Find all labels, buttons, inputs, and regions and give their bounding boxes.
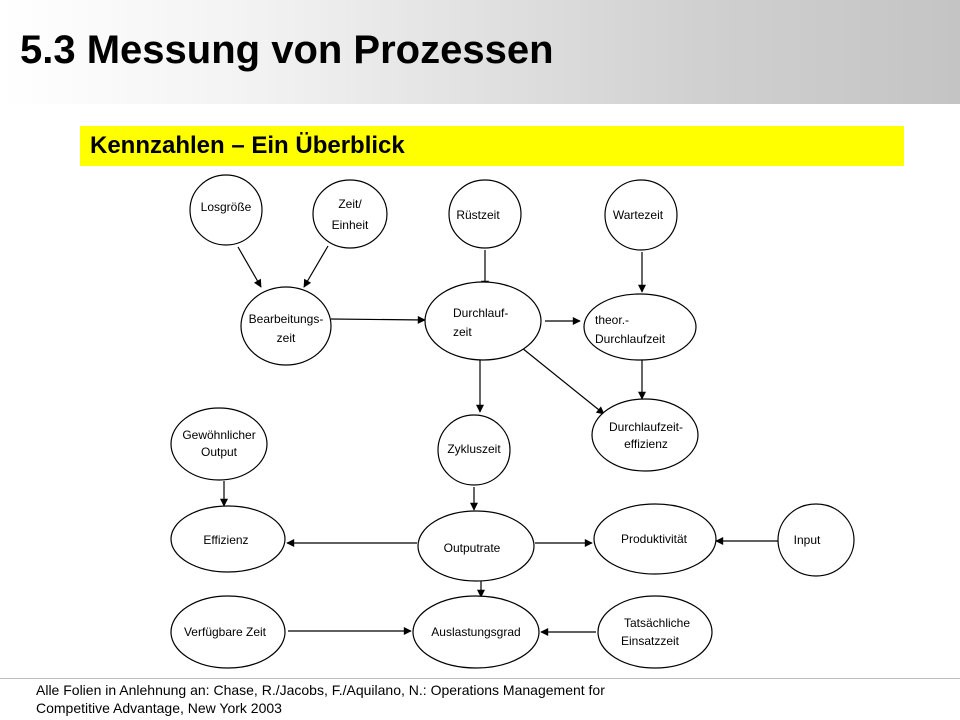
node-durchlaufzeit-effizienz: Durchlaufzeit- effizienz: [591, 398, 699, 472]
node-zeit-einheit: Zeit/ Einheit: [312, 179, 388, 249]
footer-citation: Alle Folien in Anlehnung an: Chase, R./J…: [36, 681, 836, 717]
node-losgroesse: Losgröße: [189, 174, 263, 246]
node-label: Einheit: [332, 218, 369, 232]
subtitle-text: Kennzahlen – Ein Überblick: [90, 132, 405, 159]
node-input: Input: [777, 503, 855, 577]
node-gewoehnlicher-output: Gewöhnlicher Output: [170, 407, 268, 481]
node-effizienz: Effizienz: [170, 505, 286, 573]
arrow-zeit-einheit-bearbeitungszeit: [303, 245, 329, 288]
node-label: Losgröße: [201, 200, 252, 214]
node-label: Einsatzzeit: [621, 634, 680, 648]
arrow-durchlaufzeit-effizienz: [521, 347, 605, 415]
node-label: Zykluszeit: [447, 442, 501, 456]
node-durchlaufzeit: Durchlauf- zeit: [424, 281, 542, 361]
node-produktivitaet: Produktivität: [593, 503, 717, 575]
node-label: theor.-: [595, 313, 629, 327]
node-label: effizienz: [624, 437, 668, 451]
arrow-losgroesse-bearbeitungszeit: [237, 246, 262, 288]
node-label: Input: [794, 533, 821, 547]
node-label: Auslastungsgrad: [431, 625, 520, 639]
node-ruestzeit: Rüstzeit: [448, 179, 522, 249]
node-wartezeit: Wartezeit: [604, 179, 678, 251]
footer-line-1: Alle Folien in Anlehnung an: Chase, R./J…: [36, 682, 605, 698]
node-tatsaechliche-einsatzzeit: Tatsächliche Einsatzzeit: [597, 595, 713, 669]
node-label: Effizienz: [203, 533, 248, 547]
node-label: Rüstzeit: [456, 208, 500, 222]
node-zykluszeit: Zykluszeit: [437, 414, 511, 486]
node-label: Tatsächliche: [624, 616, 690, 630]
node-label: Zeit/: [338, 197, 362, 211]
node-label: Gewöhnlicher: [182, 428, 255, 442]
node-label: Outputrate: [444, 541, 501, 555]
node-label: Durchlaufzeit: [595, 332, 666, 346]
footer-line-2: Competitive Advantage, New York 2003: [36, 700, 282, 716]
node-outputrate: Outputrate: [417, 510, 535, 582]
node-label: Wartezeit: [613, 208, 664, 222]
connector-group: [220, 245, 778, 636]
slide-title: 5.3 Messung von Prozessen: [20, 28, 554, 72]
node-verfuegbare-zeit: Verfügbare Zeit: [170, 595, 286, 669]
node-label: Durchlaufzeit-: [609, 420, 683, 434]
footer-divider: [0, 678, 960, 679]
node-label: Verfügbare Zeit: [184, 625, 267, 639]
node-label: zeit: [277, 331, 296, 345]
node-bearbeitungszeit: Bearbeitungs- zeit: [240, 286, 332, 366]
node-theor-durchlaufzeit: theor.- Durchlaufzeit: [583, 293, 697, 361]
node-label: Output: [201, 445, 238, 459]
node-auslastungsgrad: Auslastungsgrad: [412, 595, 540, 669]
subtitle-bar: Kennzahlen – Ein Überblick: [80, 126, 904, 166]
node-label: Produktivität: [621, 532, 688, 546]
node-label: zeit: [453, 325, 472, 339]
arrow-bearbeitungszeit-durchlaufzeit: [330, 315, 426, 324]
node-label: Bearbeitungs-: [249, 312, 324, 326]
header-band: [0, 0, 960, 104]
node-label: Durchlauf-: [453, 306, 508, 320]
